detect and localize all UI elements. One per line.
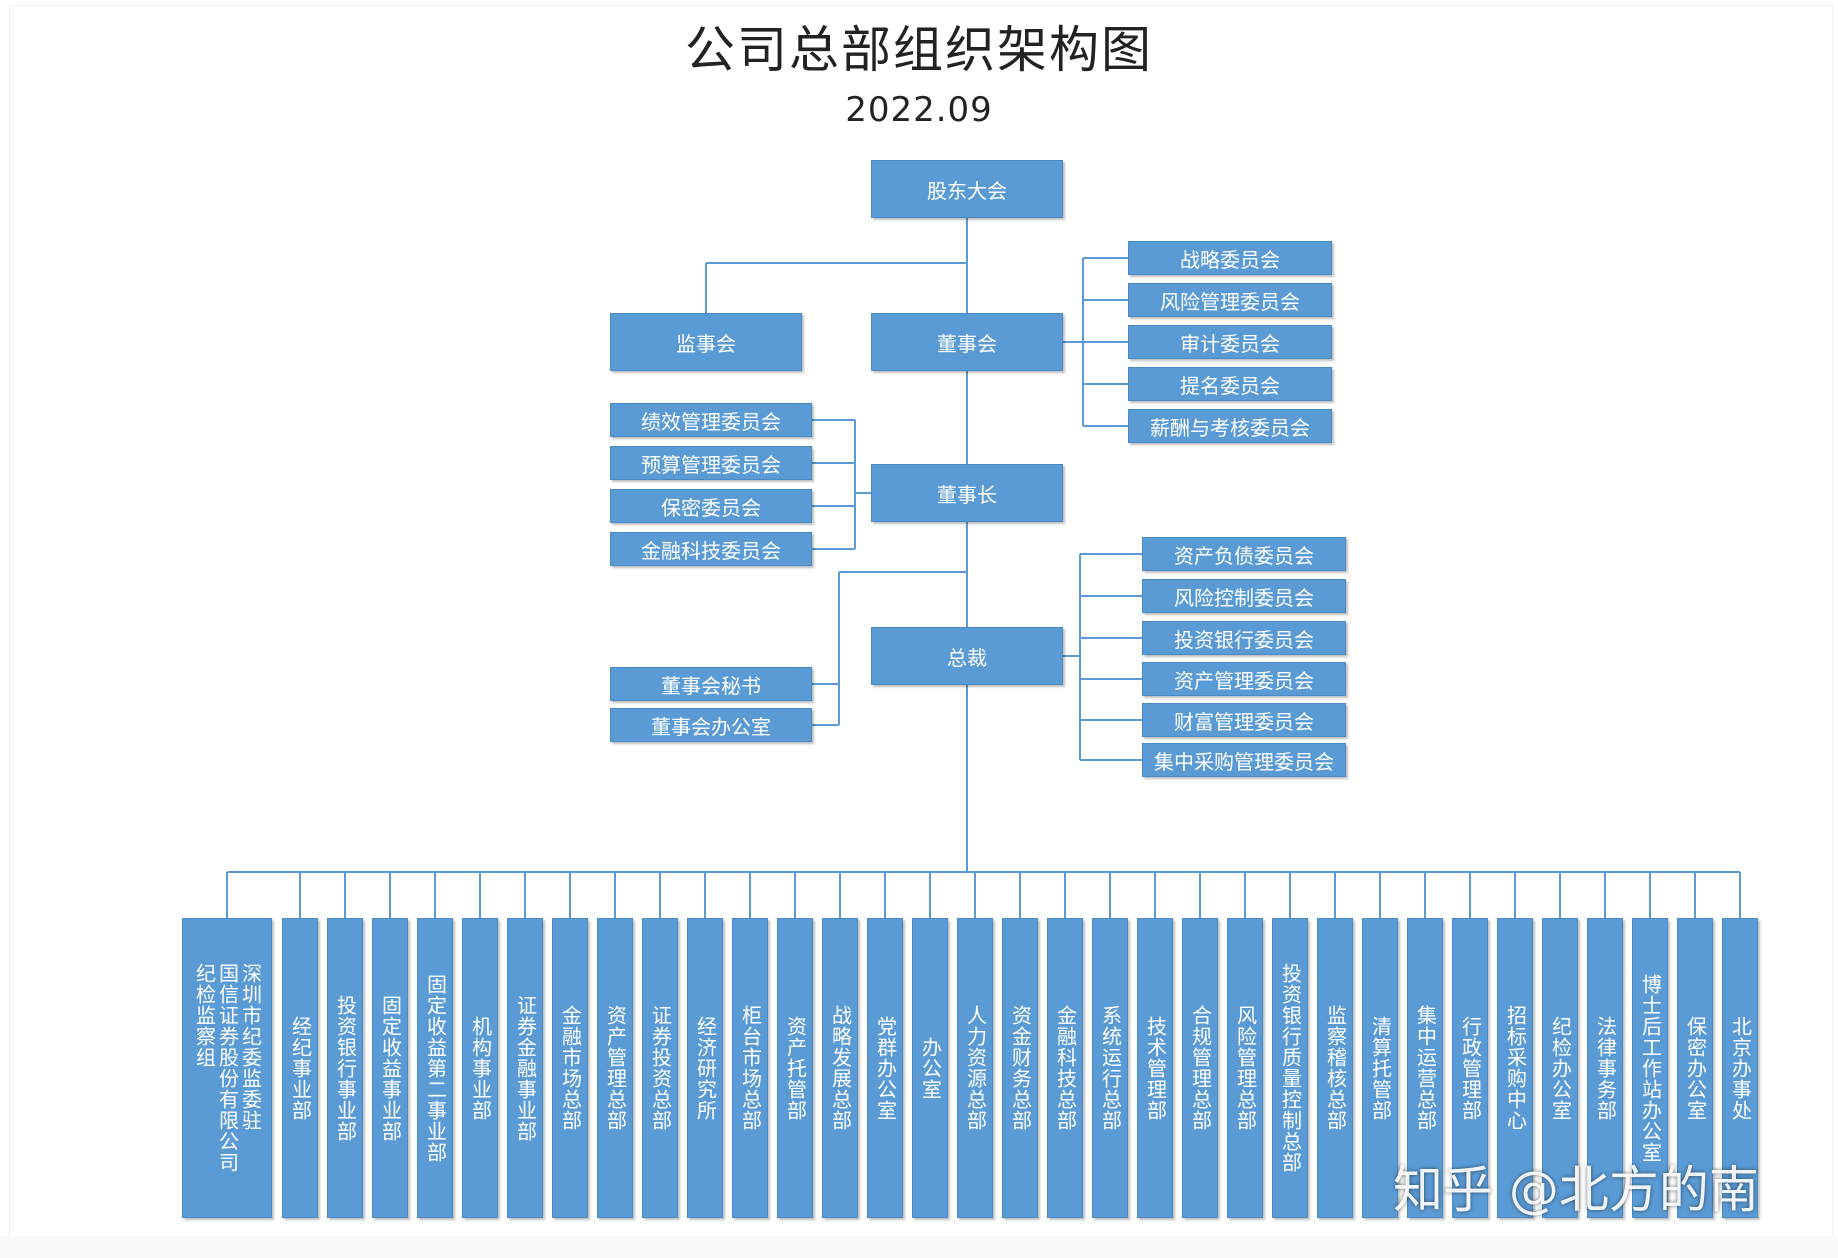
department-box: 资产管理总部 [597,918,633,1218]
department-box: 系统运行总部 [1092,918,1128,1218]
department-label: 资金财务总部 [1008,1005,1033,1131]
department-label: 证券投资总部 [648,1005,673,1131]
department-box: 固定收益第二事业部 [417,918,453,1218]
department-label: 博士后工作站办公室 [1638,973,1663,1163]
chairman-committee: 保密委员会 [610,489,812,523]
department-box: 经济研究所 [687,918,723,1218]
department-label: 固定收益事业部 [378,994,403,1142]
department-box: 证券金融事业部 [507,918,543,1218]
node-president: 总裁 [871,627,1063,685]
department-box: 投资银行质量控制总部 [1272,918,1308,1218]
department-box: 合规管理总部 [1182,918,1218,1218]
department-box: 清算托管部 [1362,918,1398,1218]
department-label: 资产托管部 [783,1015,808,1121]
president-committee: 资产管理委员会 [1142,662,1346,696]
department-box: 招标采购中心 [1497,918,1533,1218]
department-label: 经济研究所 [693,1015,718,1121]
department-box: 金融科技总部 [1047,918,1083,1218]
board-office-node: 董事会秘书 [610,667,812,701]
department-label: 清算托管部 [1368,1015,1393,1121]
department-box: 固定收益事业部 [372,918,408,1218]
department-label: 保密办公室 [1683,1015,1708,1121]
department-box: 纪检办公室 [1542,918,1578,1218]
department-box: 资产托管部 [777,918,813,1218]
department-box: 柜台市场总部 [732,918,768,1218]
department-box: 风险管理总部 [1227,918,1263,1218]
node-shareholders: 股东大会 [871,160,1063,218]
department-label: 固定收益第二事业部 [423,973,448,1163]
department-label: 金融市场总部 [558,1005,583,1131]
board-office-node: 董事会办公室 [610,708,812,742]
department-box: 机构事业部 [462,918,498,1218]
department-label-line: 国信证券股份有限公司 [215,963,240,1173]
department-box: 集中运营总部 [1407,918,1443,1218]
department-label: 党群办公室 [873,1015,898,1121]
department-label: 机构事业部 [468,1015,493,1121]
department-label: 系统运行总部 [1098,1005,1123,1131]
department-label: 北京办事处 [1728,1015,1753,1121]
department-box: 行政管理部 [1452,918,1488,1218]
department-box: 技术管理部 [1137,918,1173,1218]
node-supervisory-board: 监事会 [610,313,802,371]
department-label-line: 纪检监察组 [192,963,217,1068]
department-box: 人力资源总部 [957,918,993,1218]
department-label: 风险管理总部 [1233,1005,1258,1131]
department-label: 投资银行事业部 [333,994,358,1142]
department-label: 战略发展总部 [828,1005,853,1131]
department-box: 证券投资总部 [642,918,678,1218]
board-committee: 薪酬与考核委员会 [1128,409,1332,443]
department-label-line: 深圳市纪委监委驻 [238,963,263,1131]
president-committee: 投资银行委员会 [1142,621,1346,655]
department-label: 金融科技总部 [1053,1005,1078,1131]
department-label: 监察稽核总部 [1323,1005,1348,1131]
department-box: 战略发展总部 [822,918,858,1218]
department-label: 招标采购中心 [1503,1005,1528,1131]
node-chairman: 董事长 [871,464,1063,522]
department-box: 保密办公室 [1677,918,1713,1218]
chart-date: 2022.09 [845,90,993,130]
department-box: 法律事务部 [1587,918,1623,1218]
president-committee: 资产负债委员会 [1142,537,1346,571]
department-label: 行政管理部 [1458,1015,1483,1121]
watermark: 知乎 @北方的南 [1393,1161,1759,1219]
department-label: 投资银行质量控制总部 [1278,963,1303,1173]
department-label: 法律事务部 [1593,1015,1618,1121]
president-committee: 集中采购管理委员会 [1142,743,1346,777]
board-committee: 战略委员会 [1128,241,1332,275]
department-box: 金融市场总部 [552,918,588,1218]
department-label: 深圳市纪委监委驻 国信证券股份有限公司 纪检监察组 [192,963,263,1173]
department-box: 深圳市纪委监委驻 国信证券股份有限公司 纪检监察组 [182,918,272,1218]
chairman-committee: 绩效管理委员会 [610,403,812,437]
board-committee: 提名委员会 [1128,367,1332,401]
department-box: 党群办公室 [867,918,903,1218]
department-box: 博士后工作站办公室 [1632,918,1668,1218]
president-committee: 财富管理委员会 [1142,703,1346,737]
department-label: 证券金融事业部 [513,994,538,1142]
department-label: 柜台市场总部 [738,1005,763,1131]
board-committee: 风险管理委员会 [1128,283,1332,317]
department-box: 办公室 [912,918,948,1218]
department-label: 人力资源总部 [963,1005,988,1131]
node-board: 董事会 [871,313,1063,371]
department-label: 合规管理总部 [1188,1005,1213,1131]
department-box: 投资银行事业部 [327,918,363,1218]
chart-title: 公司总部组织架构图 [685,21,1153,79]
president-committee: 风险控制委员会 [1142,579,1346,613]
department-label: 纪检办公室 [1548,1015,1573,1121]
chairman-committee: 预算管理委员会 [610,446,812,480]
department-box: 资金财务总部 [1002,918,1038,1218]
department-label: 技术管理部 [1143,1015,1168,1121]
department-box: 监察稽核总部 [1317,918,1353,1218]
department-label: 资产管理总部 [603,1005,628,1131]
department-label: 经纪事业部 [288,1015,313,1121]
department-label: 集中运营总部 [1413,1005,1438,1131]
department-label: 办公室 [918,1036,943,1100]
department-box: 经纪事业部 [282,918,318,1218]
chairman-committee: 金融科技委员会 [610,532,812,566]
bottom-band [0,1236,1838,1258]
department-box: 北京办事处 [1722,918,1758,1218]
board-committee: 审计委员会 [1128,325,1332,359]
